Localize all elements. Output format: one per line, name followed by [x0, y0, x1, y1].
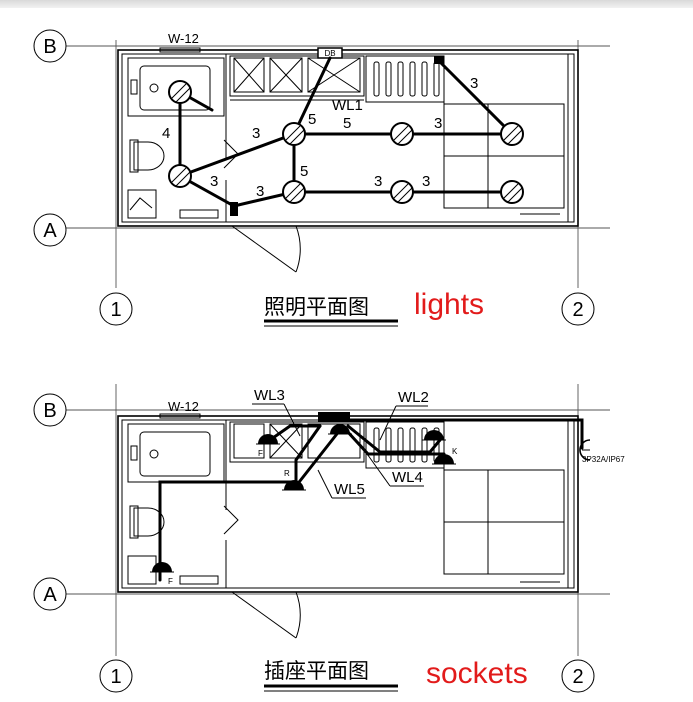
- circuit-label: WL2: [398, 389, 429, 406]
- light-fixture: [282, 180, 306, 204]
- wire-count: 3: [374, 173, 382, 190]
- axis-label-2: 2: [572, 666, 583, 688]
- light-fixture: [168, 164, 192, 188]
- outdoor-socket-spec: 3P32A/IP67: [582, 455, 625, 464]
- lights-plan: B A 1 2 W-12: [33, 29, 610, 327]
- circuit-label: WL3: [254, 387, 285, 404]
- wire-count: 5: [343, 115, 351, 132]
- circuit-label: WL1: [332, 97, 363, 114]
- window-tag: W-12: [168, 31, 199, 46]
- bed: [443, 424, 565, 583]
- axis-bubble-a: A: [33, 577, 67, 611]
- wire-count: 4: [162, 125, 170, 142]
- plan-title-cn: 插座平面图: [264, 659, 369, 683]
- basin-drain: [149, 83, 159, 93]
- wardrobe: [365, 55, 445, 103]
- shower-area: [127, 57, 225, 117]
- tap: [130, 79, 138, 95]
- kitchen-cabinets: [229, 421, 365, 463]
- axis-label-a: A: [43, 220, 57, 242]
- axis-bubble-b: B: [33, 393, 67, 427]
- light-fixtures: [168, 56, 524, 216]
- outer-wall: [117, 415, 579, 593]
- window: [159, 47, 201, 53]
- socket: [150, 562, 174, 573]
- inner-wall-line: [121, 419, 575, 589]
- axis-bubble-1: 1: [99, 292, 133, 326]
- entry-door: [231, 591, 301, 639]
- socket-tag: F: [258, 449, 263, 458]
- wardrobe: [365, 421, 445, 469]
- wire-count: 3: [256, 183, 264, 200]
- outer-wall: [117, 49, 579, 227]
- light-fixture: [390, 122, 414, 146]
- wire-count: 3: [210, 173, 218, 190]
- socket: [328, 424, 352, 435]
- sockets-plan: B A 1 2 W-12: [33, 384, 625, 693]
- socket-wiring: [158, 418, 584, 582]
- axis-label-1: 1: [110, 299, 121, 321]
- axis-bubble-a: A: [33, 213, 67, 247]
- light-fixture: [168, 80, 192, 104]
- wire-count: 3: [422, 173, 430, 190]
- light-fixture: [390, 180, 414, 204]
- axis-label-a: A: [43, 584, 57, 606]
- socket: [432, 454, 456, 465]
- axis-bubble-1: 1: [99, 659, 133, 693]
- towel-rail: [179, 209, 219, 219]
- wire-count: 3: [470, 75, 478, 92]
- plan-title-cn: 照明平面图: [264, 295, 369, 319]
- axis-bubble-2: 2: [561, 659, 595, 693]
- circuit-label: WL4: [392, 469, 423, 486]
- axis-bubble-2: 2: [561, 292, 595, 326]
- window: [159, 413, 201, 419]
- wire-count-labels: 3 3 5 5 4 3 5 3 3 3 3: [162, 75, 478, 200]
- entry-door: [231, 225, 301, 273]
- basin: [139, 65, 211, 111]
- bathroom: [127, 54, 239, 222]
- panel-tag: DB: [324, 49, 335, 58]
- wire-count: 3: [434, 115, 442, 132]
- bathroom: [127, 420, 239, 588]
- light-fixture: [500, 180, 524, 204]
- light-fixture: [500, 122, 524, 146]
- circuit-label: WL5: [334, 481, 365, 498]
- plan-title-en: sockets: [426, 657, 528, 690]
- plan-title-en: lights: [414, 288, 484, 321]
- sockets: [150, 424, 591, 573]
- socket: [256, 434, 280, 445]
- toilet: [133, 141, 165, 171]
- wire-count: 3: [252, 125, 260, 142]
- wire-count: 5: [308, 111, 316, 128]
- axis-label-1: 1: [110, 666, 121, 688]
- wardrobe-light: [434, 56, 444, 64]
- wire-count: 5: [300, 163, 308, 180]
- axis-label-2: 2: [572, 299, 583, 321]
- window-top-bar: [0, 0, 693, 8]
- light-fixture: [282, 122, 306, 146]
- axis-label-b: B: [43, 400, 56, 422]
- distribution-board: [318, 412, 350, 422]
- window-tag: W-12: [168, 399, 199, 414]
- socket-tag: K: [452, 447, 458, 456]
- kitchen-cabinets: [229, 55, 365, 101]
- socket: [422, 430, 446, 441]
- socket-tag: R: [284, 469, 290, 478]
- socket-tag: F: [168, 577, 173, 586]
- distribution-board: DB: [317, 47, 343, 59]
- shower-tray: [127, 189, 157, 219]
- outdoor-socket: [579, 439, 591, 461]
- axis-bubble-b: B: [33, 29, 67, 63]
- socket: [282, 480, 306, 491]
- wall-switch: [230, 202, 238, 216]
- inner-wall-line: [121, 53, 575, 223]
- axis-label-b: B: [43, 36, 56, 58]
- circuit-labels: WL3 WL2 WL4 WL5: [252, 387, 429, 499]
